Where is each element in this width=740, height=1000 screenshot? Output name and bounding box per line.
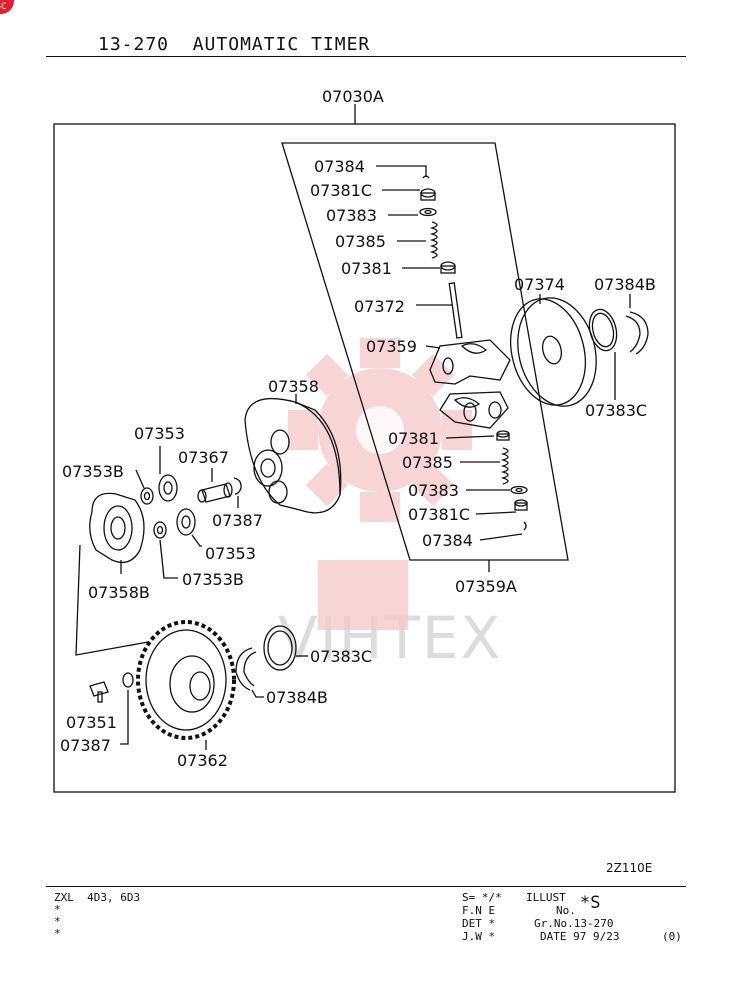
footer-date: DATE 97 9/23	[540, 930, 620, 943]
part-label-07384-bot: 07384	[422, 531, 473, 550]
part-label-07362: 07362	[177, 751, 228, 770]
part-label-07358b: 07358B	[88, 583, 150, 602]
part-label-07383-bot: 07383	[408, 481, 459, 500]
footer-grno: Gr.No.13-270	[534, 917, 614, 930]
part-label-07383c-bot: 07383C	[310, 647, 373, 666]
part-label-07384b-bot: 07384B	[266, 688, 328, 707]
page-title: 13-270 AUTOMATIC TIMER	[98, 34, 370, 55]
footer-illust-label: ILLUST	[526, 891, 566, 904]
part-label-07384-top: 07384	[314, 157, 365, 176]
subassembly-frame	[281, 142, 569, 561]
part-label-07385-top: 07385	[335, 232, 386, 251]
assembly-frame	[53, 123, 676, 793]
footer-rev: (0)	[662, 930, 682, 943]
part-label-07353b-bot: 07353B	[182, 570, 244, 589]
part-label-07358: 07358	[268, 377, 319, 396]
footer-jw-line: J.W *	[462, 930, 496, 943]
subassembly-label: 07359A	[455, 577, 517, 596]
part-label-07381c-bot: 07381C	[408, 505, 471, 524]
footer-model: ZXL 4D3, 6D3	[54, 891, 141, 904]
section-code: 13-270	[98, 34, 170, 55]
gear-07362	[136, 620, 236, 740]
part-label-07372: 07372	[354, 297, 405, 316]
part-label-07374: 07374	[514, 275, 565, 294]
part-label-07353b-top: 07353B	[62, 462, 124, 481]
part-label-07353-top: 07353	[134, 424, 185, 443]
watermark-gear	[288, 338, 472, 630]
part-label-07381-bot: 07381	[388, 429, 439, 448]
part-label-07385-bot: 07385	[402, 453, 453, 472]
part-label-07353-bot: 07353	[205, 544, 256, 563]
footer-star-2: *	[54, 915, 61, 928]
assembly-label: 07030A	[322, 87, 384, 106]
part-label-07383-top: 07383	[326, 206, 377, 225]
part-label-07381c-top: 07381C	[310, 181, 373, 200]
part-label-07387-mid: 07387	[212, 511, 263, 530]
footer-s-line: S= */*	[462, 891, 502, 904]
footer-star-3: *	[54, 927, 61, 940]
part-label-07387-bot: 07387	[60, 736, 111, 755]
part-label-07384b-top: 07384B	[594, 275, 656, 294]
part-label-07367: 07367	[178, 448, 229, 467]
header-rule	[46, 56, 686, 57]
footer-rule	[46, 886, 686, 887]
part-label-07351: 07351	[66, 713, 117, 732]
footer-illust-no: *S	[580, 893, 601, 913]
footer-star-1: *	[54, 903, 61, 916]
part-label-07359: 07359	[366, 337, 417, 356]
part-label-07383c-right: 07383C	[585, 401, 648, 420]
section-title: AUTOMATIC TIMER	[192, 34, 371, 55]
part-label-07381-top: 07381	[341, 259, 392, 278]
footer-det-line: DET *	[462, 917, 496, 930]
footer-no-label: No.	[556, 904, 576, 917]
footer-fne-line: F.N E	[462, 904, 496, 917]
diagram-code: 2Z110E	[606, 861, 653, 875]
